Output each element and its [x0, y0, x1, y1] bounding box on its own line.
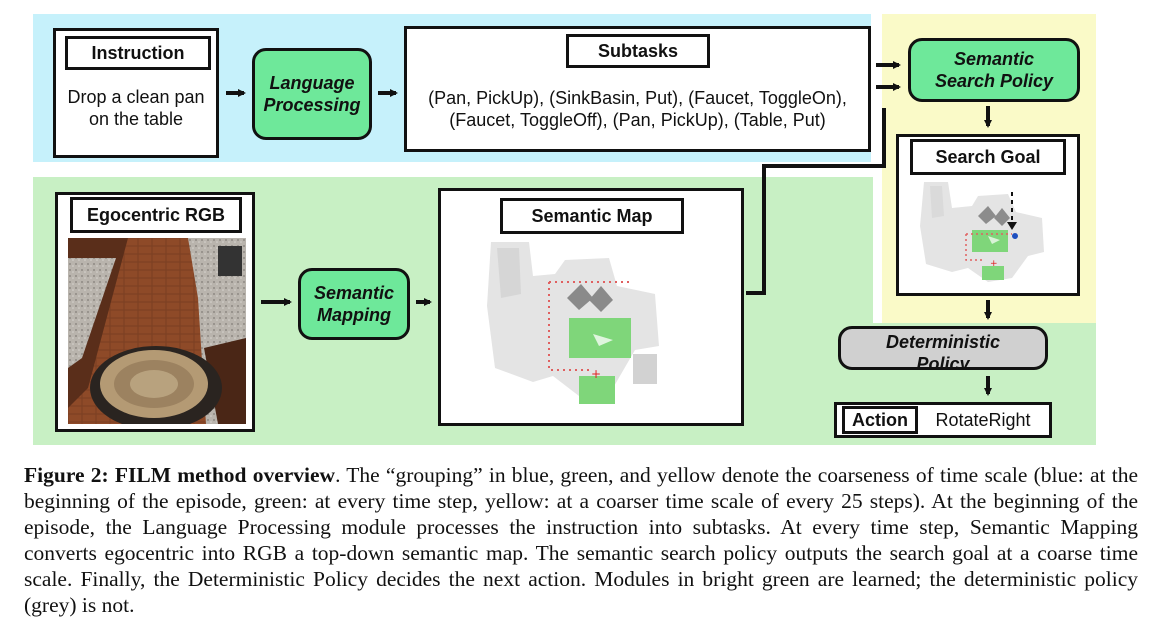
language-processing-line2: Processing	[263, 95, 361, 115]
instruction-text-line1: Drop a clean pan	[67, 87, 205, 107]
svg-text:+: +	[591, 367, 601, 381]
egocentric-rgb-svg	[68, 238, 246, 424]
instruction-label: Instruction	[65, 36, 211, 70]
deterministic-policy-line1: Deterministic	[885, 332, 1001, 352]
svg-text:+: +	[990, 259, 998, 269]
subtasks-label: Subtasks	[566, 34, 710, 68]
search-goal-map-svg: +	[920, 182, 1044, 282]
instruction-text-line2: on the table	[88, 109, 184, 129]
connector-map-to-search-policy	[746, 108, 886, 295]
search-goal-label: Search Goal	[910, 139, 1066, 175]
semantic-mapping-line2: Mapping	[317, 305, 391, 325]
caption-body: . The “grouping” in blue, green, and yel…	[24, 463, 1138, 617]
action-value: RotateRight	[935, 410, 1031, 430]
semantic-search-policy-line1: Semantic	[953, 49, 1035, 69]
egocentric-rgb-image	[68, 238, 246, 424]
egocentric-rgb-label: Egocentric RGB	[70, 197, 242, 233]
semantic-map-svg: +	[487, 242, 659, 404]
semantic-map-label: Semantic Map	[500, 198, 684, 234]
deterministic-policy-line2: Policy	[916, 354, 970, 370]
subtasks-line2: (Faucet, ToggleOff), (Pan, PickUp), (Tab…	[449, 110, 826, 130]
language-processing-module: Language Processing	[252, 48, 372, 140]
search-goal-map-image: +	[916, 178, 1060, 288]
semantic-search-policy-line2: Search Policy	[934, 71, 1054, 91]
figure-caption: Figure 2: FILM method overview. The “gro…	[24, 462, 1138, 618]
language-processing-line1: Language	[269, 73, 355, 93]
subtasks-line1: (Pan, PickUp), (SinkBasin, Put), (Faucet…	[428, 88, 847, 108]
caption-title: Figure 2: FILM method overview	[24, 463, 336, 487]
semantic-search-policy-module: Semantic Search Policy	[908, 38, 1080, 102]
action-label: Action	[842, 406, 918, 434]
semantic-mapping-line1: Semantic	[313, 283, 395, 303]
deterministic-policy-module: Deterministic Policy	[838, 326, 1048, 370]
semantic-mapping-module: Semantic Mapping	[298, 268, 410, 340]
semantic-map-image: +	[483, 236, 695, 414]
